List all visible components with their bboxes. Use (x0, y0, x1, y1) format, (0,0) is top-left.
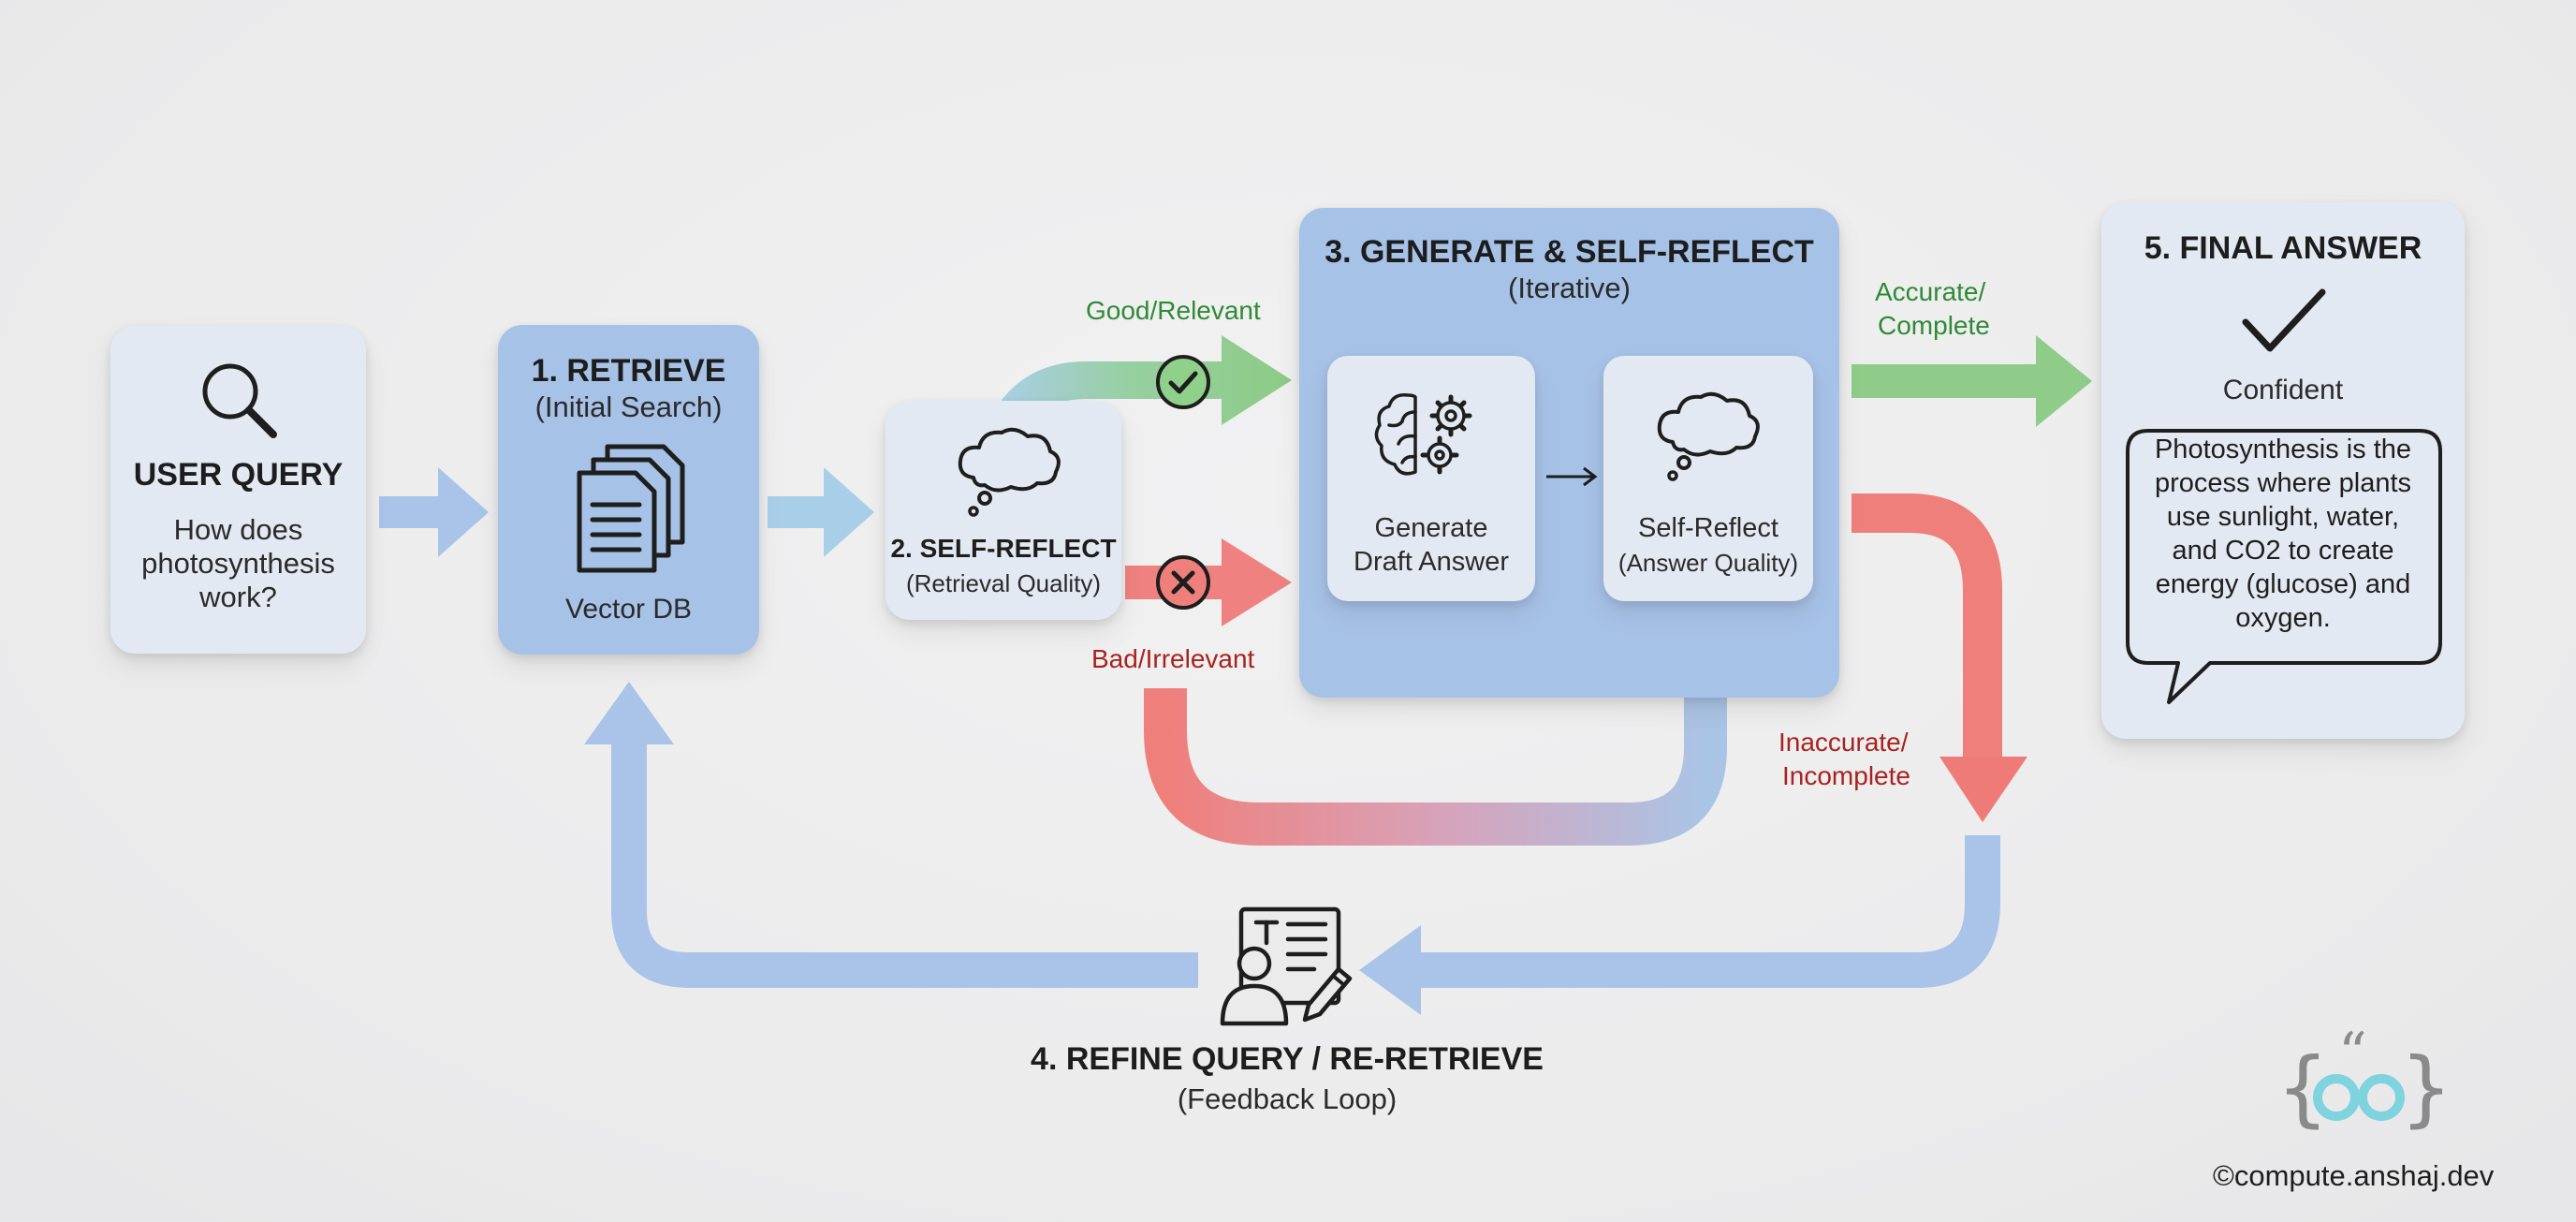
refine-subtitle: (Feedback Loop) (1177, 1082, 1398, 1115)
arrow-inaccurate-head (1939, 757, 2027, 822)
final-title: 5. FINAL ANSWER (2144, 230, 2422, 266)
label-bad-irrelevant: Bad/Irrelevant (1091, 644, 1255, 673)
arrow-feedback-left-head (584, 682, 674, 744)
generate-draft-card: Generate Draft Answer (1327, 356, 1535, 601)
user-query-title: USER QUERY (133, 457, 344, 493)
arrow-feedback-right-head (1359, 925, 1421, 1015)
retrieve-subtitle: (Initial Search) (534, 390, 723, 423)
self-reflect-answer-card: Self-Reflect (Answer Quality) (1603, 356, 1813, 601)
thought-cloud-icon (1657, 391, 1760, 481)
arrow-good-relevant (1000, 335, 1292, 425)
generate-draft-line2: Draft Answer (1354, 547, 1509, 577)
final-answer-text: Photosynthesis is the process where plan… (2154, 434, 2412, 633)
user-query-question: How does photosynthesis work? (141, 513, 335, 613)
arrow-right-icon (1546, 466, 1598, 487)
label-inaccurate-line1: Inaccurate/ (1778, 728, 1909, 757)
generate-draft-line1: Generate (1374, 513, 1488, 543)
logo-brace-right: } (2400, 1039, 2452, 1136)
self-reflect-retrieval-subtitle: (Retrieval Quality) (905, 569, 1102, 597)
self-reflect-retrieval-card: 2. SELF-REFLECT (Retrieval Quality) (886, 401, 1121, 620)
arrow-query-to-retrieve (379, 467, 489, 557)
refine-title: 4. REFINE QUERY / RE-RETRIEVE (1031, 1041, 1544, 1077)
speech-bubble-icon (2126, 429, 2442, 704)
arrow-feedback-left (611, 740, 1198, 988)
arrow-feedback-right (1418, 835, 2000, 988)
brand-logo: { } “ (2276, 1021, 2452, 1136)
logo-eyes-icon (2313, 1074, 2405, 1121)
final-answer-card: 5. FINAL ANSWER Confident Photosynthesis… (2101, 202, 2465, 739)
label-good-relevant: Good/Relevant (1086, 296, 1261, 325)
arrow-bad-loop-to-reflect (1144, 676, 1727, 846)
arrow-accurate-to-final (1852, 335, 2092, 427)
check-circle-icon (1156, 355, 1210, 409)
copyright-text: ©compute.anshaj.dev (2213, 1159, 2495, 1192)
label-accurate-line2: Complete (1878, 311, 1990, 340)
refine-query-icon (1220, 906, 1353, 1026)
checkmark-icon (2242, 288, 2326, 352)
generate-reflect-panel: 3. GENERATE & SELF-REFLECT (Iterative) (1299, 208, 1839, 698)
label-inaccurate-line2: Incomplete (1782, 761, 1910, 790)
generate-title: 3. GENERATE & SELF-REFLECT (1325, 234, 1814, 270)
x-circle-icon (1156, 555, 1210, 610)
arrow-inaccurate (1852, 493, 2002, 758)
self-reflect-retrieval-title: 2. SELF-REFLECT (890, 534, 1117, 563)
thought-cloud-icon (958, 427, 1061, 517)
self-reflect-answer-line2: (Answer Quality) (1617, 549, 1799, 577)
final-status: Confident (2222, 375, 2344, 405)
self-reflect-answer-line1: Self-Reflect (1638, 513, 1778, 543)
retrieve-card: 1. RETRIEVE (Initial Search) Vector DB (498, 325, 759, 655)
documents-icon (577, 444, 685, 573)
search-icon (202, 363, 277, 438)
user-query-card: USER QUERY How does photosynthesis work? (110, 326, 366, 654)
retrieve-db-label: Vector DB (564, 594, 693, 625)
label-accurate-line1: Accurate/ (1875, 277, 1986, 306)
retrieve-title: 1. RETRIEVE (531, 353, 726, 389)
generate-subtitle: (Iterative) (1508, 272, 1631, 304)
arrow-retrieve-to-reflect (768, 467, 874, 557)
brain-gear-icon (1374, 393, 1472, 476)
